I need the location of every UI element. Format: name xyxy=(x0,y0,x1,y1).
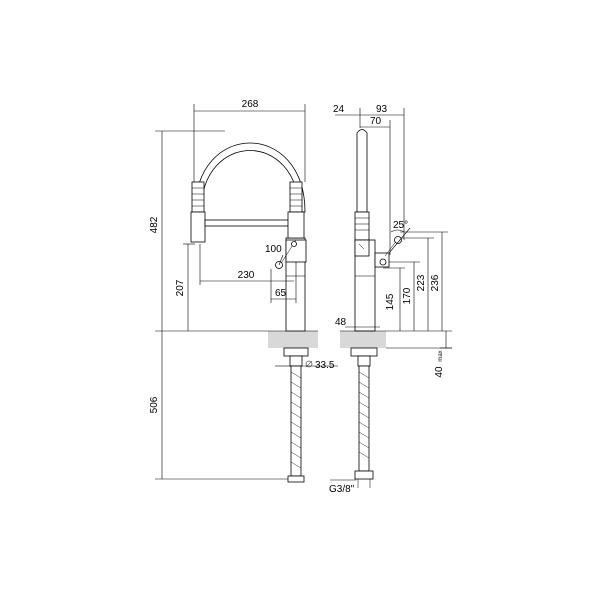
dim-65: 65 xyxy=(270,262,297,303)
front-spout-arch xyxy=(194,142,306,213)
front-right-collar xyxy=(287,211,305,239)
dim-thread: G3/8" xyxy=(329,479,356,495)
dim-268-label: 268 xyxy=(242,99,259,110)
dim-100-label: 100 xyxy=(265,244,282,255)
dim-24: 24 xyxy=(333,104,360,116)
dim-40-max-suffix: max xyxy=(438,350,444,361)
front-shank xyxy=(289,355,303,367)
dim-268: 268 xyxy=(193,99,306,182)
dim-482: 482 xyxy=(149,130,225,331)
dim-230-label: 230 xyxy=(238,270,255,281)
dim-33-5: 33.5 xyxy=(275,360,338,371)
dim-207-label: 207 xyxy=(175,279,186,296)
dim-48-label: 48 xyxy=(335,317,347,328)
dim-93: 93 xyxy=(359,104,405,240)
front-cross-bar xyxy=(204,219,291,227)
dim-506-label: 506 xyxy=(149,396,160,413)
side-hose xyxy=(354,365,374,488)
dim-65-label: 65 xyxy=(275,288,287,299)
side-view: 24 93 70 25° 236 22 xyxy=(329,104,452,495)
front-spring-left xyxy=(191,181,205,213)
side-spring xyxy=(354,211,370,241)
dim-236: 236 xyxy=(400,231,448,331)
dim-70-label: 70 xyxy=(370,116,382,127)
dim-207: 207 xyxy=(175,243,195,331)
side-body-top xyxy=(354,239,370,257)
side-lever xyxy=(374,236,402,268)
front-spray-head xyxy=(190,211,206,243)
front-hose xyxy=(287,365,305,483)
dim-506: 506 xyxy=(149,331,288,480)
side-countertop xyxy=(340,331,386,348)
dim-223: 223 xyxy=(401,237,434,331)
dim-236-label: 236 xyxy=(430,274,441,291)
front-spring-right xyxy=(289,181,303,213)
dim-40-max: 40 max xyxy=(434,331,452,378)
dim-40-label: 40 xyxy=(434,366,445,378)
front-lever xyxy=(275,239,307,269)
dim-25-deg-label: 25° xyxy=(393,220,408,231)
side-spout-tube xyxy=(356,129,368,213)
dim-93-label: 93 xyxy=(376,104,388,115)
front-shank-nut xyxy=(283,347,309,357)
side-shank-nut xyxy=(350,347,378,357)
side-shank xyxy=(357,355,371,367)
dim-230: 230 xyxy=(199,244,294,285)
front-view: 268 482 207 506 230 xyxy=(149,99,338,483)
dim-170: 170 xyxy=(389,261,420,331)
dim-24-label: 24 xyxy=(333,104,345,115)
dim-170-label: 170 xyxy=(402,287,413,304)
dim-33-5-label: 33.5 xyxy=(315,360,335,371)
dim-145: 145 xyxy=(383,267,405,331)
dim-thread-label: G3/8" xyxy=(329,484,355,495)
side-joint-mark xyxy=(358,243,365,250)
dim-223-label: 223 xyxy=(416,274,427,291)
dim-145-label: 145 xyxy=(385,293,396,310)
dim-70: 70 xyxy=(360,116,391,255)
dim-100: 100 xyxy=(265,244,284,266)
dim-482-label: 482 xyxy=(149,216,160,233)
front-countertop xyxy=(268,331,318,348)
dim-48: 48 xyxy=(335,317,380,328)
